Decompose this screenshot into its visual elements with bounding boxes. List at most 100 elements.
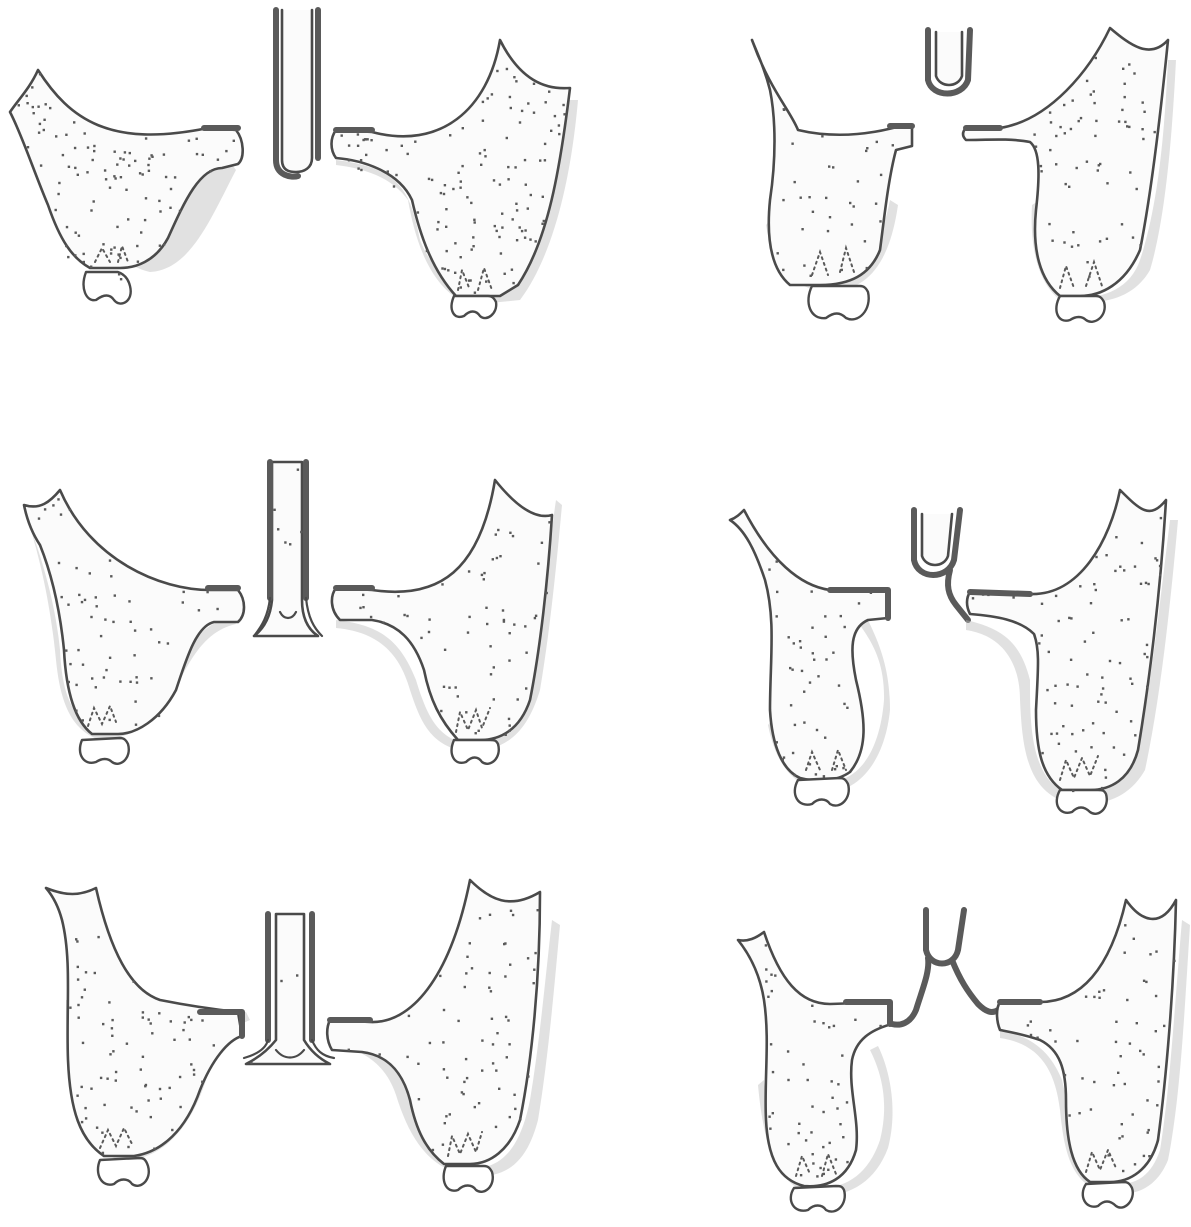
stipple-dot (493, 179, 495, 181)
stipple-dot (787, 1143, 789, 1145)
stipple-dot (1066, 683, 1068, 685)
stipple-dot (45, 103, 47, 105)
stipple-dot (1113, 1084, 1115, 1086)
stipple-dot (105, 178, 107, 180)
stipple-dot (495, 1126, 497, 1128)
stipple-dot (770, 1043, 772, 1045)
stipple-dot (85, 1117, 87, 1119)
stipple-dot (478, 730, 480, 732)
stipple-dot (1027, 1024, 1029, 1026)
stipple-dot (74, 254, 76, 256)
stipple-dot (103, 676, 105, 678)
stipple-dot (441, 583, 443, 585)
stipple-dot (1114, 570, 1116, 572)
stipple-dot (474, 292, 476, 294)
stipple-dot (816, 1175, 818, 1177)
stipple-dot (509, 632, 511, 634)
stipple-dot (75, 938, 77, 940)
stipple-dot (382, 621, 384, 623)
stipple-dot (1124, 924, 1126, 926)
stipple-dot (1090, 93, 1092, 95)
stipple-dot (428, 618, 430, 620)
stipple-dot (1120, 1055, 1122, 1057)
stipple-dot (289, 543, 291, 545)
stipple-dot (515, 203, 517, 205)
stipple-dot (1098, 997, 1100, 999)
stipple-dot (459, 187, 461, 189)
stipple-dot (1070, 659, 1072, 661)
stipple-dot (110, 575, 112, 577)
stipple-dot (130, 621, 132, 623)
stipple-dot (465, 1058, 467, 1060)
panel-row2-left (24, 462, 562, 764)
stipple-dot (55, 209, 57, 211)
stipple-dot (134, 160, 136, 162)
stipple-dot (505, 734, 507, 736)
stipple-dot (1143, 1155, 1145, 1157)
panel-row3-right (738, 900, 1190, 1212)
stipple-dot (765, 968, 767, 970)
stipple-dot (1123, 754, 1125, 756)
stipple-dot (776, 591, 778, 593)
stipple-dot (58, 182, 60, 184)
stipple-dot (454, 272, 456, 274)
stipple-dot (811, 627, 813, 629)
stipple-dot (803, 264, 805, 266)
stipple-dot (96, 1127, 98, 1129)
stipple-dot (982, 593, 984, 595)
stipple-dot (772, 1112, 774, 1114)
stipple-dot (465, 972, 467, 974)
stipple-dot (821, 135, 823, 137)
stipple-dot (1118, 1137, 1120, 1139)
stipple-dot (43, 119, 45, 121)
stipple-dot (1046, 689, 1048, 691)
stipple-dot (1090, 1108, 1092, 1110)
left-maxillary-segment (10, 70, 243, 268)
stipple-dot (1140, 583, 1142, 585)
stipple-dot (527, 102, 529, 104)
stipple-dot (485, 280, 487, 282)
stipple-dot (443, 1068, 445, 1070)
stipple-dot (879, 1025, 881, 1027)
stipple-dot (803, 691, 805, 693)
stipple-dot (816, 729, 818, 731)
stipple-dot (1119, 662, 1121, 664)
stipple-dot (858, 602, 860, 604)
stipple-dot (135, 724, 137, 726)
stipple-dot (512, 282, 514, 284)
stipple-dot (509, 96, 511, 98)
stipple-dot (65, 134, 67, 136)
stipple-dot (510, 107, 512, 109)
stipple-dot (196, 138, 198, 140)
stipple-dot (1155, 950, 1157, 952)
stipple-dot (849, 202, 851, 204)
stipple-dot (783, 108, 785, 110)
stipple-dot (790, 704, 792, 706)
stipple-dot (827, 230, 829, 232)
stipple-dot (142, 1016, 144, 1018)
stipple-dot (32, 106, 34, 108)
stipple-dot (120, 278, 122, 280)
stipple-dot (57, 193, 59, 195)
stipple-dot (1106, 238, 1108, 240)
stipple-dot (550, 130, 552, 132)
stipple-dot (90, 616, 92, 618)
stipple-dot (370, 616, 372, 618)
stipple-dot (117, 253, 119, 255)
stipple-dot (548, 91, 550, 93)
stipple-dot (788, 636, 790, 638)
stipple-dot (512, 218, 514, 220)
stipple-dot (503, 620, 505, 622)
stipple-dot (1054, 702, 1056, 704)
stipple-dot (142, 1056, 144, 1058)
stipple-dot (1136, 1022, 1138, 1024)
stipple-dot (460, 180, 462, 182)
stipple-dot (541, 542, 543, 544)
stipple-dot (524, 229, 526, 231)
stipple-dot (529, 238, 531, 240)
stipple-dot (114, 151, 116, 153)
stipple-dot (387, 170, 389, 172)
stipple-dot (385, 149, 387, 151)
stipple-dot (33, 112, 35, 114)
stipple-dot (1134, 565, 1136, 567)
